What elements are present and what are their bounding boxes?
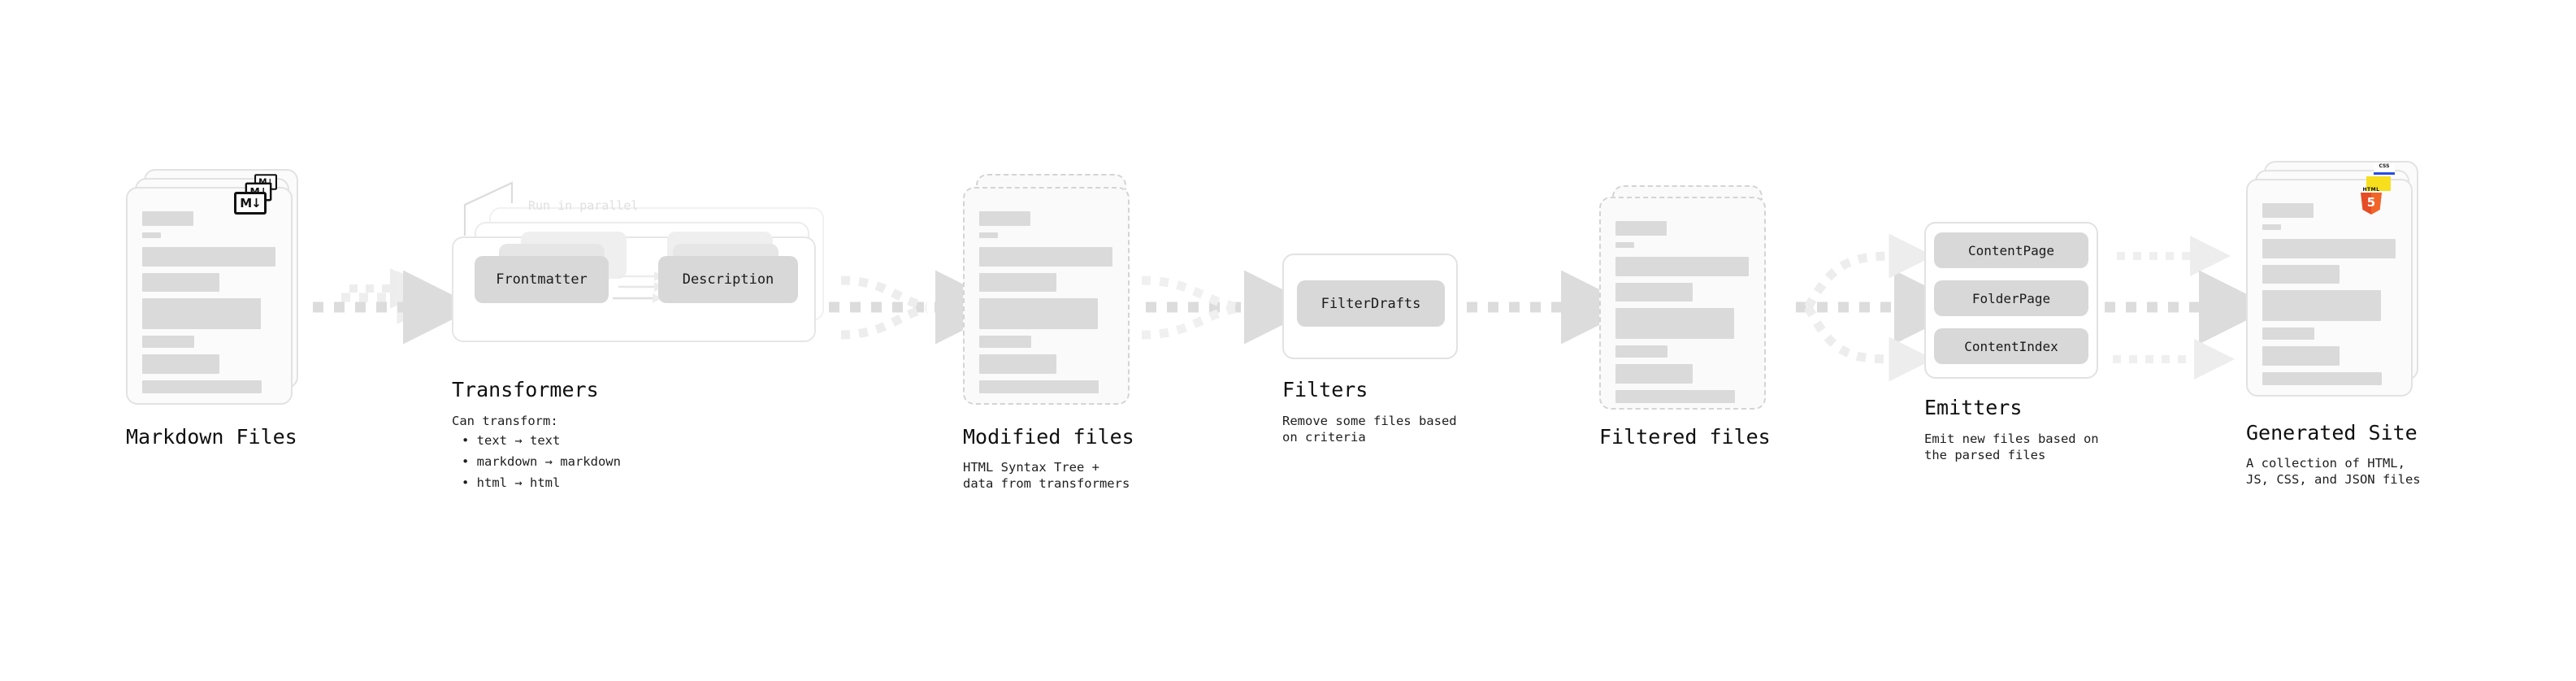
stage-subtitle-transformers: Can transform: [452, 414, 558, 428]
stage-subtitle-modified-files: HTML Syntax Tree + data from transformer… [963, 460, 1130, 491]
stage-title-modified-files: Modified files [963, 425, 1134, 449]
document-card-front [963, 187, 1130, 405]
placeholder-bar [1615, 257, 1749, 276]
placeholder-bar [142, 354, 219, 374]
placeholder-bar [1615, 390, 1735, 403]
placeholder-bar [979, 232, 998, 238]
connector-md-to-transformers [313, 268, 477, 345]
stage-title-markdown-files: Markdown Files [126, 425, 297, 449]
placeholder-bar [979, 211, 1030, 226]
connector-filtered-to-emitters [1796, 233, 1968, 382]
stage-modified-files [963, 169, 1135, 405]
stage-title-filtered-files: Filtered files [1599, 425, 1771, 449]
run-in-parallel-label: Run in parallel [528, 198, 639, 213]
stage-title-transformers: Transformers [452, 378, 599, 401]
chip-contentindex[interactable]: ContentIndex [1934, 328, 2088, 364]
placeholder-bar [979, 354, 1056, 374]
chip-filterdrafts[interactable]: FilterDrafts [1297, 280, 1445, 327]
transformer-bullet-1: • text → text [462, 433, 561, 448]
stage-subtitle-generated-site: A collection of HTML, JS, CSS, and JSON … [2246, 456, 2421, 487]
document-card-front [1599, 197, 1766, 410]
placeholder-bar [142, 380, 262, 393]
placeholder-bar [2262, 290, 2381, 321]
placeholder-bar [979, 273, 1056, 292]
document-card-front [126, 187, 293, 405]
placeholder-bar [1615, 345, 1667, 358]
placeholder-bar [142, 298, 261, 329]
placeholder-bar [979, 298, 1098, 329]
placeholder-bar [1615, 221, 1667, 236]
stage-filtered-files [1599, 185, 1772, 421]
placeholder-bar [2262, 203, 2314, 218]
stage-generated-site: CSS HTML 5 [2246, 161, 2418, 397]
placeholder-bar [142, 211, 193, 226]
placeholder-bar [1615, 283, 1693, 301]
placeholder-bar [1615, 308, 1734, 339]
placeholder-bar [2262, 327, 2314, 340]
stage-markdown-files: M↓ M↓ M↓ [126, 169, 298, 405]
stage-emitters: ContentPage FolderPage ContentIndex [1924, 222, 2111, 397]
chip-folderpage[interactable]: FolderPage [1934, 280, 2088, 316]
connector-transformers-to-modified [829, 270, 1009, 345]
placeholder-bar [142, 336, 194, 348]
placeholder-bar [2262, 239, 2396, 258]
connector-emitters-to-generated-site [2105, 236, 2273, 380]
transformer-bullet-3: • html → html [462, 475, 561, 490]
placeholder-bars [979, 211, 1117, 400]
stage-title-generated-site: Generated Site [2246, 421, 2418, 445]
document-card-front [2246, 179, 2413, 397]
placeholder-bar [1615, 364, 1693, 384]
placeholder-bar [142, 247, 275, 267]
stage-filters: FilterDrafts [1282, 254, 1461, 363]
placeholder-bar [2262, 224, 2281, 230]
stage-subtitle-emitters: Emit new files based on the parsed files [1924, 432, 2099, 462]
placeholder-bar [142, 273, 219, 292]
connector-modified-to-filters [1141, 270, 1318, 345]
placeholder-bars [1615, 221, 1754, 410]
stage-title-filters: Filters [1282, 378, 1368, 401]
transformer-inner-arrows [613, 271, 664, 303]
stage-transformers: Frontmatter Description [452, 207, 834, 370]
placeholder-bar [979, 380, 1099, 393]
chip-contentpage[interactable]: ContentPage [1934, 232, 2088, 268]
placeholder-bar [979, 247, 1112, 267]
placeholder-bar [142, 232, 161, 238]
chip-description[interactable]: Description [658, 256, 798, 303]
placeholder-bar [979, 336, 1031, 348]
placeholder-bars [142, 211, 280, 400]
chip-frontmatter[interactable]: Frontmatter [475, 256, 609, 303]
stage-subtitle-filters: Remove some files based on criteria [1282, 414, 1457, 445]
placeholder-bar [2262, 372, 2382, 385]
placeholder-bar [2262, 265, 2340, 284]
transformer-bullet-2: • markdown → markdown [462, 454, 621, 469]
stage-title-emitters: Emitters [1924, 396, 2023, 419]
placeholder-bars [2262, 203, 2400, 392]
placeholder-bar [2262, 346, 2340, 366]
placeholder-bar [1615, 242, 1634, 248]
